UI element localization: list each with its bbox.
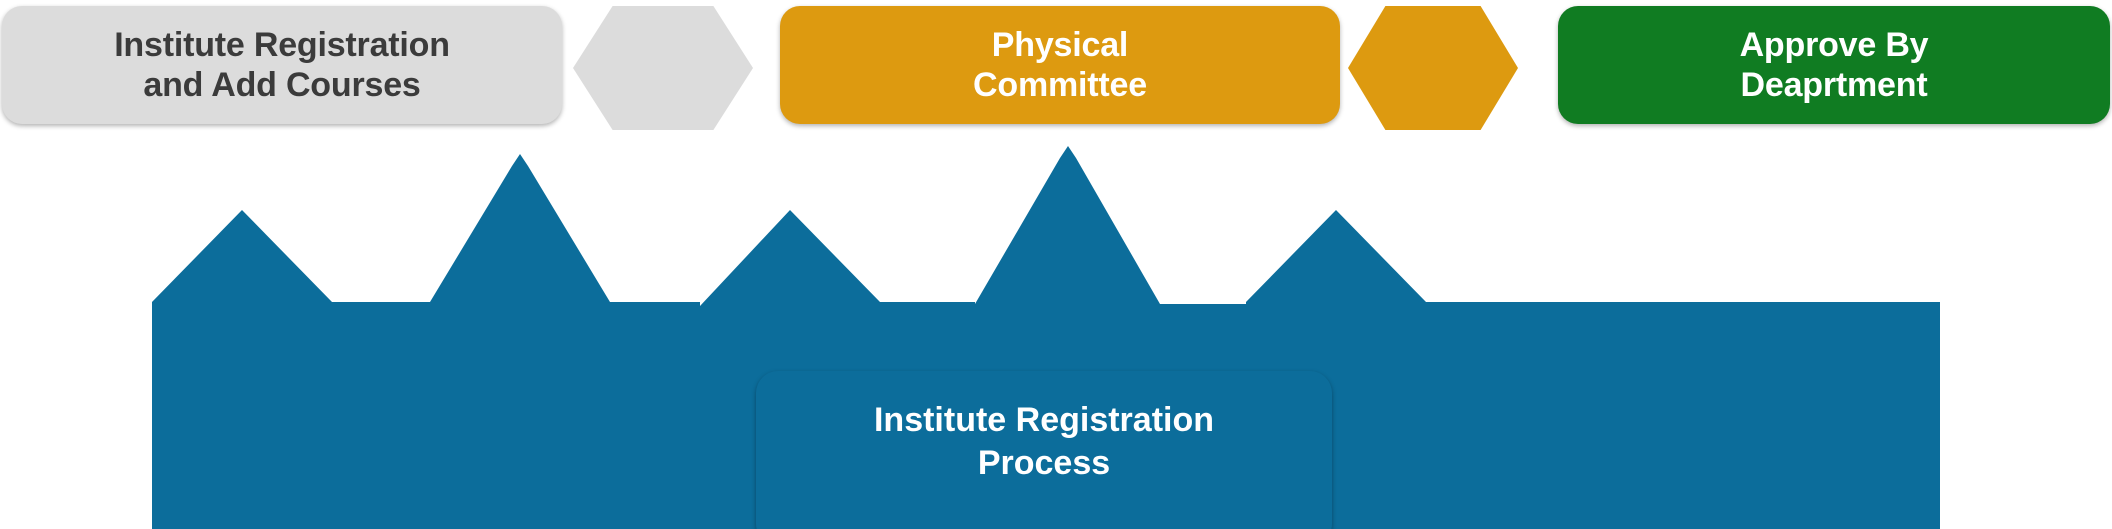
stage-label-physical-committee: Physical Committee xyxy=(973,25,1147,104)
process-banner-shape xyxy=(0,126,2112,529)
stage-label-approve-by-department: Approve By Deaprtment xyxy=(1739,25,1929,104)
connector-hexagon-gray-icon xyxy=(573,6,753,130)
stage-label-institute-registration: Institute Registration and Add Courses xyxy=(114,25,450,104)
connector-hexagon-orange-icon xyxy=(1348,6,1518,130)
stage-box-institute-registration[interactable]: Institute Registration and Add Courses xyxy=(2,6,562,124)
process-banner-label-box[interactable]: Institute Registration Process xyxy=(756,371,1332,529)
process-banner-label: Institute Registration Process xyxy=(873,401,1215,482)
stage-box-physical-committee[interactable]: Physical Committee xyxy=(780,6,1340,124)
stage-box-approve-by-department[interactable]: Approve By Deaprtment xyxy=(1558,6,2110,124)
